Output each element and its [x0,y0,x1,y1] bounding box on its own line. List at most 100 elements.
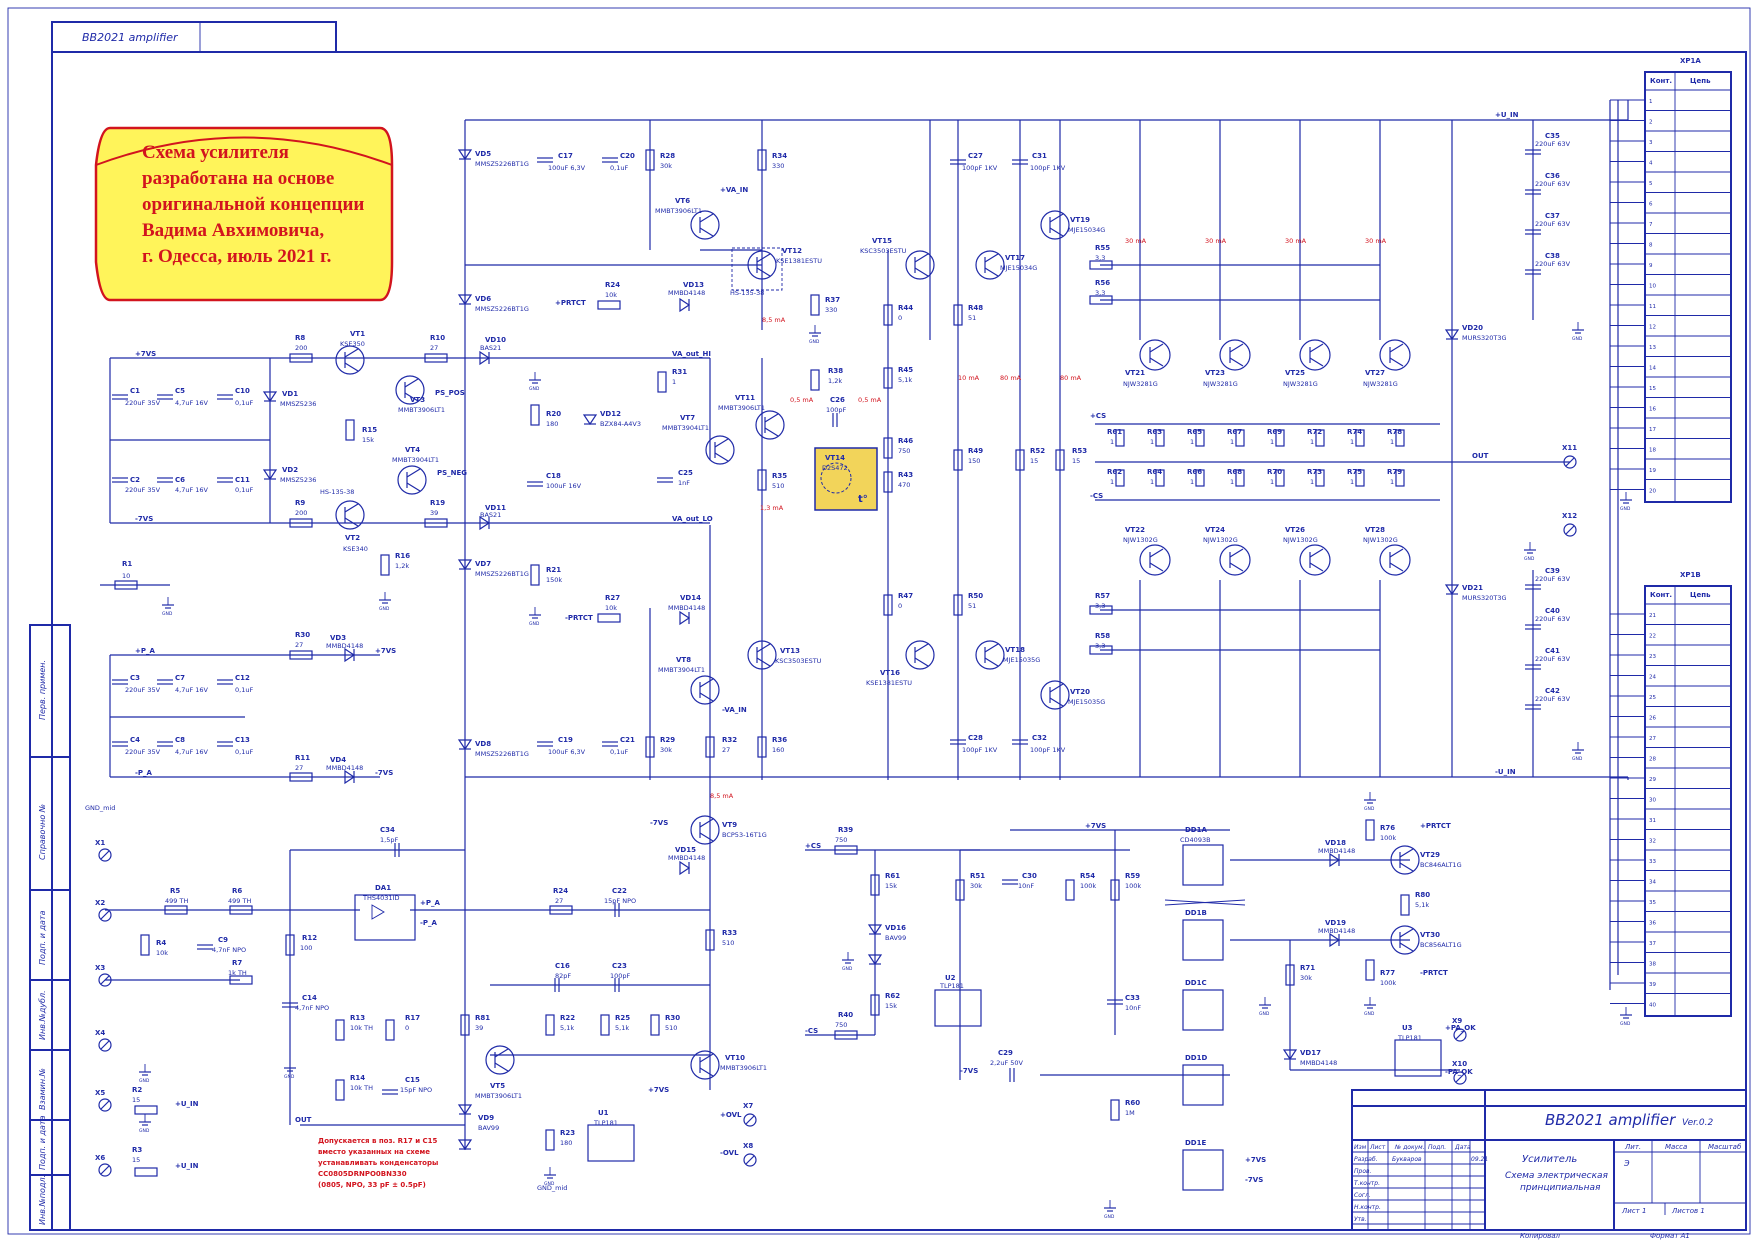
label-components-C9: C9 [218,936,228,944]
label-components-R40: R40 [838,1011,853,1019]
label-emitter_resistors-top-5: R72 [1307,428,1322,436]
xp1a-col1: Конт. [1650,77,1672,85]
label-components-C4: C4 [130,736,140,744]
tb-date: 09.21 [1471,1156,1488,1163]
label-components-VD16: VD16 [885,924,906,932]
label-rails-ps_neg: PS_NEG [437,469,467,477]
xp1a-pin-2: 2 [1649,120,1653,126]
label-rails-cs_neg: -CS [1090,492,1103,500]
label-components-R51: R51 [970,872,985,880]
label-components-R5: R5 [170,887,180,895]
resistor [810,294,820,316]
label-components-C2v: 220uF 35V [125,486,161,494]
label-emitter_resistors-value: 1 [1190,438,1194,446]
label-components-C14: C14 [302,994,317,1002]
u1-optocoupler [587,1124,635,1162]
label-components-VT8: VT8 [676,656,691,664]
resistor [285,934,295,956]
xp1b-col2: Цепь [1690,591,1711,599]
label-components-C1: C1 [130,387,140,395]
label-rails-cs_pos: +CS [1090,412,1106,420]
label-components-C15: C15 [405,1076,420,1084]
label-components-VT28: VT28 [1365,526,1385,534]
label-components-R31v: 1 [672,378,676,386]
resistor [1055,449,1065,471]
label-components-X9: X9 [1452,1017,1462,1025]
label-emitter_resistors-top-4: R69 [1267,428,1282,436]
label-components-VT27: VT27 [1365,369,1385,377]
label-components-VT16v: KSE1381ESTU [866,679,912,687]
label-components-R59v: 100k [1125,882,1141,890]
label-components-R6v: 499 TH [228,897,251,905]
label-components-R45v: 5,1k [898,376,912,384]
label-rails-p7vs: +7VS [135,350,156,358]
label-emitter_resistors-bottom-2: R66 [1187,468,1202,476]
label-components-C19: C19 [558,736,573,744]
label-components-VD12: VD12 [600,410,621,418]
tb-row-3: Подп. [1428,1144,1446,1151]
label-components-VT15: VT15 [872,237,892,245]
label-components-C40: C40 [1545,607,1560,615]
xp1a-pin-4: 4 [1649,161,1653,167]
resistor [645,736,655,758]
label-components-R9: R9 [295,499,305,507]
label-components-R5v: 499 TH [165,897,188,905]
label-components-R24v: 10k [605,291,617,299]
diode [457,1139,473,1151]
label-components-VT3: VT3 [410,396,425,404]
resistor [810,369,820,391]
label-components-C17: C17 [558,152,573,160]
component-labels: VD5MMSZ5226BT1GVD6MMSZ5226BT1GVD7MMSZ522… [85,111,1577,1192]
terminal [743,1113,757,1127]
label-components-VT1: VT1 [350,330,365,338]
label-components-C27: C27 [968,152,983,160]
label-components-C28v: 100pF 1KV [962,746,998,754]
tb-lit-val: Э [1623,1159,1630,1168]
label-components-C31v: 100pF 1KV [1030,164,1066,172]
label-components-R13: R13 [350,1014,365,1022]
label-components-R29: R29 [660,736,675,744]
label-components-VT5: VT5 [490,1082,505,1090]
label-components-R28v: 30k [660,162,672,170]
side-label-0: Перв. примен. [38,660,47,720]
label-components-C19v: 100uF 6,3V [548,748,586,756]
xp1b-pin-21: 21 [1649,613,1656,619]
label-rails-nprtct: -PRTCT [1420,969,1448,977]
xp1a-pin-11: 11 [1649,304,1656,310]
label-rails-va_out_lo: VA_out_LO [672,515,713,523]
label-components-C29: C29 [998,1049,1013,1057]
label-components-pnp_out: NJW1302G [1203,536,1238,544]
resistor [883,304,893,326]
diode [479,515,491,531]
side-label-1: Справочно № [38,804,47,860]
resistor [134,1105,158,1115]
label-components-VD10: VD10 [485,336,506,344]
terminal [98,1098,112,1112]
resistor [1015,449,1025,471]
xp1a-pin-17: 17 [1649,427,1656,433]
xp1a-pin-15: 15 [1649,386,1656,392]
header-tab [51,21,337,53]
xp1a-pin-3: 3 [1649,140,1653,146]
tb-name: Усилитель [1522,1154,1577,1165]
label-components-c_bulk: 220uF 63V [1535,575,1571,583]
xp1b-pin-29: 29 [1649,777,1656,783]
label-emitter_resistors-bottom-0: R62 [1107,468,1122,476]
label-components-C16: C16 [555,962,570,970]
transistor [1139,544,1171,576]
label-components-VD12v: BZX84-A4V3 [600,420,641,428]
dd1e-gate [1182,1149,1224,1191]
xp1a-pin-18: 18 [1649,448,1656,454]
resistor [834,1030,858,1040]
label-components-VD10v: BAS21 [480,344,501,352]
resistor [1110,1099,1120,1121]
resistor [1355,429,1365,447]
resistor [164,905,188,915]
label-components-R46: R46 [898,437,913,445]
resistor [1195,469,1205,487]
diode-bodies [262,149,1460,1151]
label-emitter_resistors-value: 1 [1150,478,1154,486]
terminal [1453,1071,1467,1085]
label-emitter_resistors-value: 1 [1390,438,1394,446]
label-emitter_resistors-bottom-3: R68 [1227,468,1242,476]
